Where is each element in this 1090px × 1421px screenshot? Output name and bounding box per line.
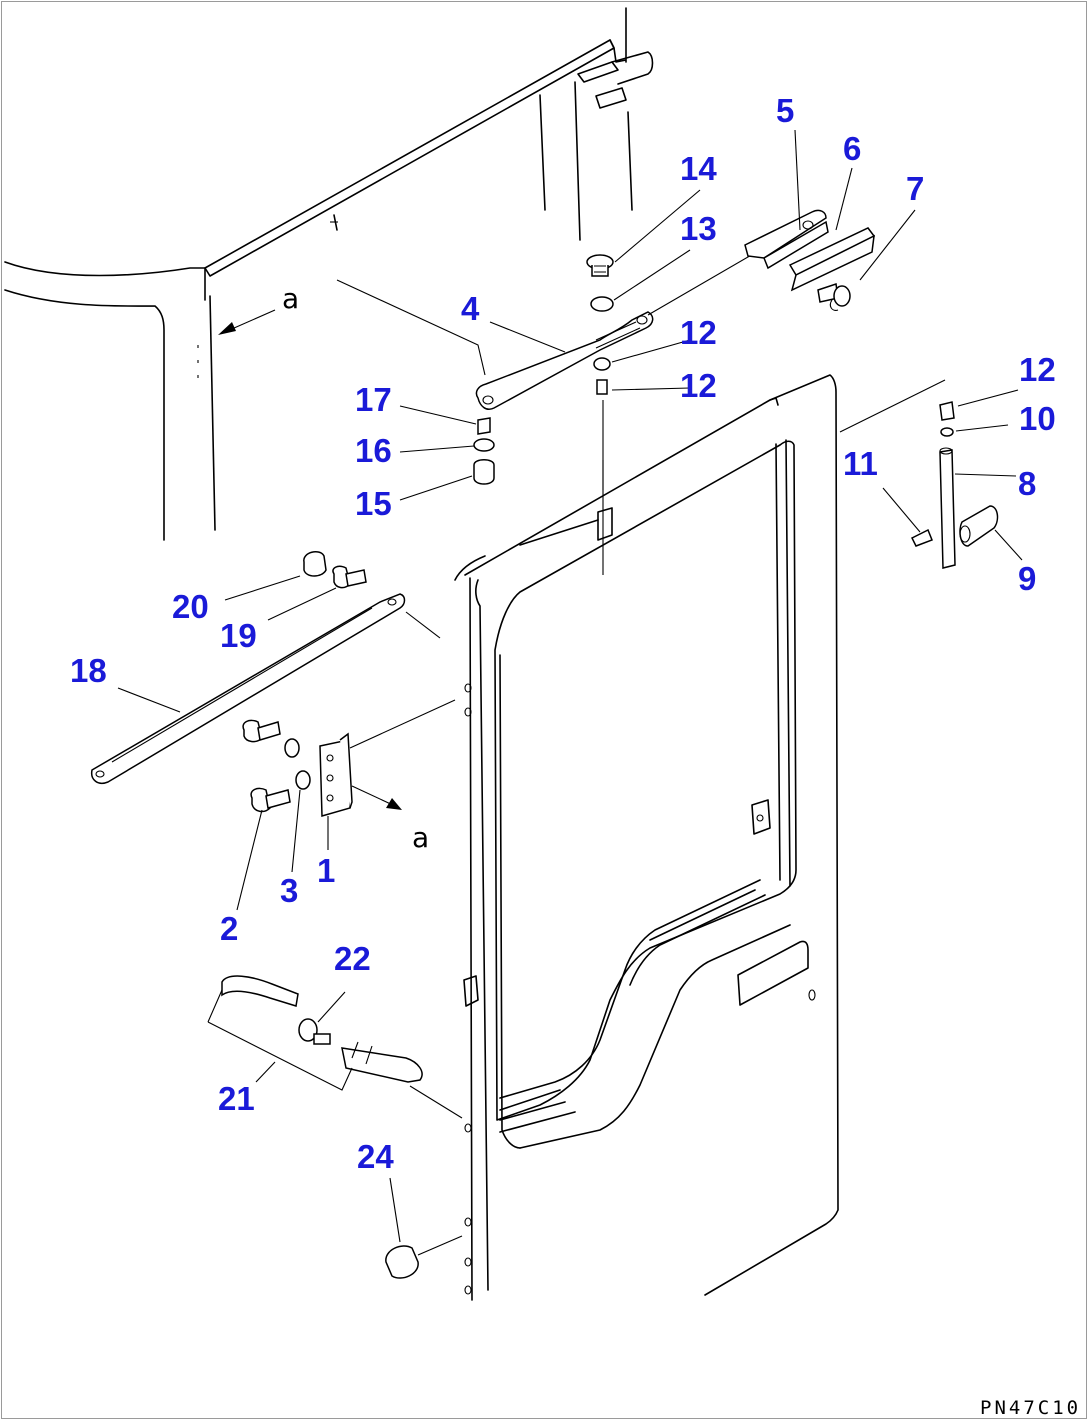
callout-4: 4 — [461, 290, 480, 327]
callout-8: 8 — [1018, 465, 1036, 502]
door-panel — [454, 374, 839, 1301]
leader-lines — [117, 129, 1023, 1243]
view-arrow-a-top: a — [218, 282, 299, 335]
part-21-cap — [303, 551, 327, 577]
guide-line-pin — [839, 379, 946, 433]
part-3-washer — [295, 770, 311, 790]
cab-frame — [4, 7, 654, 541]
view-arrow-a-bottom: a — [351, 785, 429, 854]
callout-24: 24 — [357, 1138, 394, 1175]
drawing-code: PN47C10 — [980, 1397, 1081, 1419]
callout-22: 21 — [218, 1080, 255, 1117]
part-6-plate — [788, 227, 876, 292]
callout-10: 10 — [1019, 400, 1056, 437]
callout-21: 20 — [172, 588, 209, 625]
callout-13: 12 — [680, 314, 717, 351]
part-4-door-stay — [475, 311, 654, 410]
part-18-bushing — [477, 417, 491, 435]
view-marker-a-bottom: a — [412, 821, 429, 854]
callout-19: 18 — [70, 652, 107, 689]
part-16-nut — [473, 459, 495, 485]
callout-3: 3 — [280, 872, 298, 909]
guide-line-stay — [336, 279, 486, 376]
callout-15: 14 — [680, 150, 717, 187]
part-24-cap — [385, 1245, 419, 1279]
callout-18: 17 — [355, 381, 392, 418]
callout-2: 2 — [220, 910, 238, 947]
guide-line-bracket — [349, 699, 456, 749]
callout-1: 1 — [317, 852, 335, 889]
part-10-washer — [940, 427, 954, 437]
callout-14: 13 — [680, 210, 717, 247]
part-3-washer-upper — [284, 738, 300, 758]
part-23-screw — [298, 1018, 331, 1045]
callout-9: 9 — [1018, 560, 1036, 597]
callout-23: 22 — [334, 940, 371, 977]
guide-line-stay-bracket — [647, 249, 761, 316]
part-5-bracket — [744, 209, 829, 270]
part-15-bolt — [586, 254, 614, 277]
callout-7: 7 — [906, 170, 924, 207]
part-13-washer — [593, 357, 611, 371]
part-7-bolt — [817, 283, 851, 311]
callout-17: 16 — [355, 432, 392, 469]
callout-20: 19 — [220, 617, 257, 654]
guide-line-handle — [409, 1085, 463, 1119]
part-9-roller — [959, 505, 999, 547]
callout-11: 11 — [843, 445, 878, 482]
guide-line-cap — [417, 1235, 463, 1256]
callout-6: 6 — [843, 130, 861, 167]
callout-16: 15 — [355, 485, 392, 522]
part-20-bolt — [332, 565, 367, 589]
part-19-rod — [90, 593, 406, 784]
callout-12-right: 12 — [1019, 351, 1056, 388]
part-1-bracket — [319, 732, 353, 817]
part-12-bushing — [596, 379, 608, 395]
part-14-washer — [590, 296, 614, 312]
part-12-bushing-right — [939, 401, 955, 421]
part-2-bolt — [242, 719, 291, 813]
part-8-pin — [939, 447, 956, 569]
part-17-washer — [473, 438, 495, 452]
part-11-pin — [910, 528, 933, 547]
view-marker-a-top: a — [282, 282, 299, 315]
guide-line-rod — [405, 611, 441, 639]
part-22-handle — [221, 975, 423, 1083]
callout-5: 5 — [776, 92, 794, 129]
callout-12-center: 12 — [680, 367, 717, 404]
callout-labels: 5 6 7 14 13 4 12 12 12 10 8 11 9 17 16 1… — [70, 92, 1056, 1175]
part-22-bracket-lines — [207, 989, 353, 1091]
